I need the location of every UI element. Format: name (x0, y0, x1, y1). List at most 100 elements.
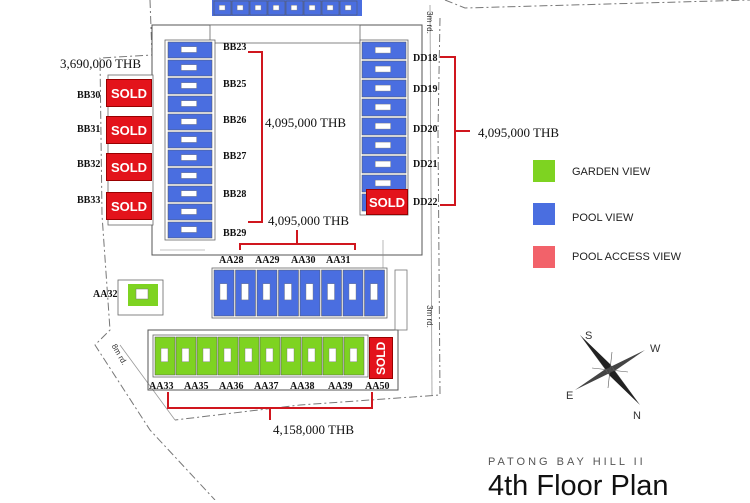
top-unit-cell-room (218, 4, 226, 11)
dd-unit-cell-room (375, 84, 391, 92)
sold-badge-bb31: SOLD (106, 116, 152, 144)
aa-bottom-unit-cell-room (307, 348, 316, 362)
bb-unit-cell-room (180, 64, 197, 71)
top-unit-cell-room (290, 4, 298, 11)
unit-label-aa36: AA36 (219, 381, 244, 392)
top-unit-cell-room (308, 4, 316, 11)
unit-label-aa39: AA39 (328, 381, 353, 392)
dd-unit-cell-room (375, 46, 391, 54)
floor-plan-title: 4th Floor Plan (488, 470, 669, 502)
bb-unit-column (167, 41, 213, 239)
legend-label-pool: POOL VIEW (572, 212, 634, 224)
dd-unit-cell-room (375, 65, 391, 73)
sold-badge-bb32: SOLD (106, 153, 152, 181)
unit-label-bb27: BB27 (223, 151, 247, 162)
top-unit-cell-room (236, 4, 244, 11)
top-unit-cell-room (344, 4, 352, 11)
bb-unit-cell-room (180, 82, 197, 89)
road-label-top: 3m rd. (424, 11, 434, 34)
unit-label-bb30: BB30 (77, 90, 101, 101)
aa-top-unit-row (213, 269, 385, 317)
bracket-aa-top (239, 230, 356, 250)
price-aa-top: 4,095,000 THB (268, 213, 350, 228)
compass-rose (575, 335, 645, 405)
dd-unit-cell-room (375, 103, 391, 111)
unit-label-bb31: BB31 (77, 124, 101, 135)
aa-bottom-unit-cell-room (244, 348, 253, 362)
bracket-aa-bottom (167, 392, 373, 420)
aa-top-unit-cell-room (348, 283, 357, 301)
unit-label-bb23: BB23 (223, 42, 247, 53)
dd-unit-cell-room (375, 141, 391, 149)
legend-label-garden: GARDEN VIEW (572, 166, 651, 178)
unit-label-bb29: BB29 (223, 228, 247, 239)
price-bb-outer: 3,690,000 THB (60, 56, 142, 71)
bb-unit-cell-room (180, 100, 197, 107)
unit-label-bb25: BB25 (223, 79, 247, 90)
aa-bottom-unit-cell-room (286, 348, 295, 362)
unit-label-aa29: AA29 (255, 255, 280, 266)
bracket-dd (440, 56, 470, 206)
legend-swatch-garden (533, 160, 555, 182)
unit-label-bb32: BB32 (77, 159, 101, 170)
top-unit-cell-room (326, 4, 334, 11)
bb-unit-cell-room (180, 46, 197, 53)
legend-swatch-pool (533, 203, 555, 225)
bb-unit-cell-room (180, 118, 197, 125)
dd-unit-column (361, 41, 407, 212)
top-unit-cell-room (254, 4, 262, 11)
project-name: PATONG BAY HILL II (488, 456, 646, 468)
bb-unit-cell-room (180, 172, 197, 179)
unit-label-aa38: AA38 (290, 381, 315, 392)
aa-bottom-unit-cell-room (328, 348, 337, 362)
dd-unit-cell-room (375, 179, 391, 187)
dd-unit-cell-room (375, 122, 391, 130)
unit-label-dd20: DD20 (413, 124, 438, 135)
unit-label-aa28: AA28 (219, 255, 244, 266)
sold-badge-bb30: SOLD (106, 79, 152, 107)
price-aa-bottom: 4,158,000 THB (273, 422, 355, 437)
aa-top-unit-cell-room (370, 283, 378, 301)
price-bb-inner: 4,095,000 THB (265, 115, 347, 130)
compass-e: E (566, 390, 574, 402)
unit-label-aa37: AA37 (254, 381, 279, 392)
bracket-bb-inner (248, 51, 263, 223)
unit-label-aa30: AA30 (291, 255, 316, 266)
top-unit-cell-room (272, 4, 280, 11)
aa-top-unit-cell-room (262, 283, 271, 301)
aa-bottom-unit-cell-room (160, 348, 169, 362)
aa-top-unit-cell-room (219, 283, 228, 301)
compass-w: W (650, 343, 661, 355)
aa-top-unit-cell-room (241, 283, 249, 301)
price-dd: 4,095,000 THB (478, 125, 560, 140)
compass-s: S (585, 330, 593, 342)
unit-label-dd18: DD18 (413, 53, 438, 64)
compass-n: N (633, 410, 641, 422)
unit-label-aa50: AA50 (365, 381, 390, 392)
site-boundary (94, 0, 750, 500)
bb-unit-cell-room (180, 208, 197, 215)
unit-label-aa33: AA33 (149, 381, 174, 392)
unit-label-dd21: DD21 (413, 159, 438, 170)
aa-bottom-unit-row (154, 336, 365, 376)
aa-top-unit-cell-room (305, 283, 314, 301)
sold-badge-aa50: SOLD (369, 337, 393, 379)
unit-label-bb26: BB26 (223, 115, 247, 126)
unit-label-aa35: AA35 (184, 381, 209, 392)
legend-label-pool-access: POOL ACCESS VIEW (572, 251, 682, 263)
aa-bottom-unit-cell-room (265, 348, 274, 362)
sold-badge-bb33: SOLD (106, 192, 152, 220)
aa-top-unit-cell-room (284, 283, 292, 301)
aa-bottom-unit-cell-room (202, 348, 211, 362)
sold-badge-dd22: SOLD (366, 189, 408, 215)
legend-swatch-pool-access (533, 246, 555, 268)
aa-bottom-unit-cell-room (349, 348, 358, 362)
unit-label-bb33: BB33 (77, 195, 101, 206)
unit-label-bb28: BB28 (223, 189, 247, 200)
aa-top-unit-cell-room (327, 283, 335, 301)
aa-bottom-unit-cell-room (223, 348, 232, 362)
dd-unit-cell-room (375, 160, 391, 168)
unit-label-aa31: AA31 (326, 255, 351, 266)
bb-unit-cell-room (180, 154, 197, 161)
